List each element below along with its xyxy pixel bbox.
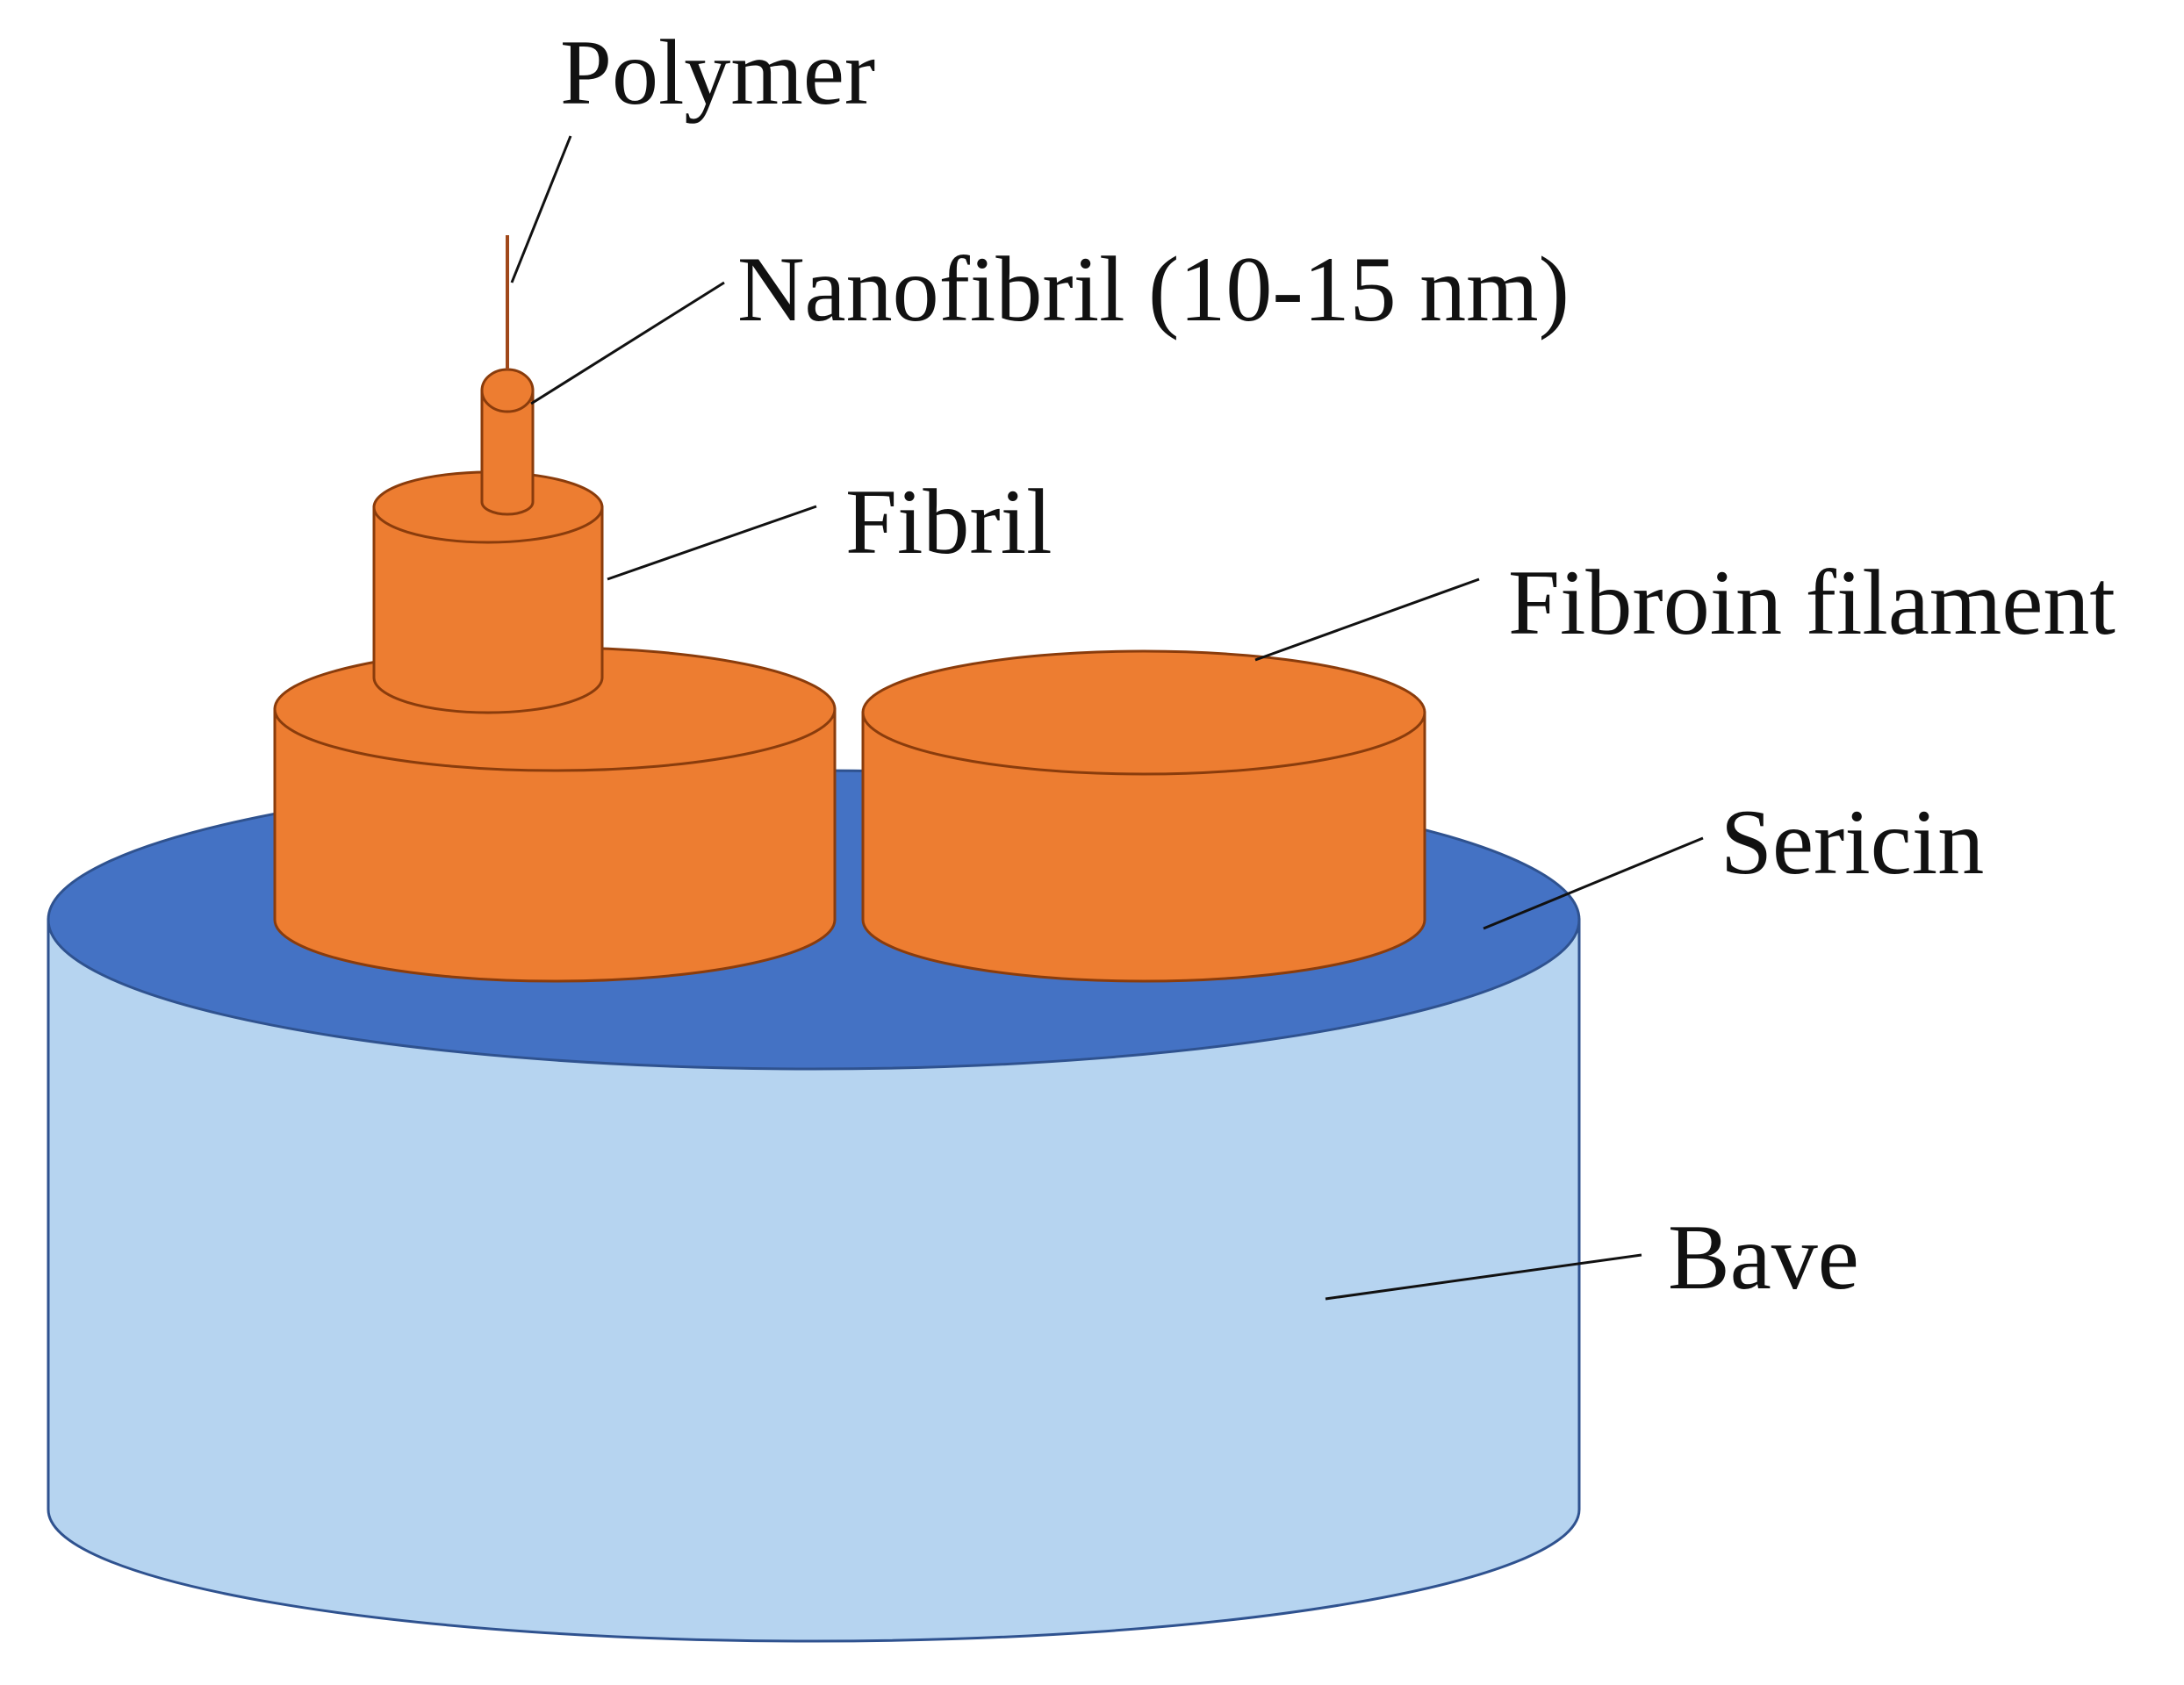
fibril-leader-line <box>607 505 817 581</box>
fibroin-filament-cylinder <box>861 649 1426 983</box>
bave-body <box>47 918 1581 1643</box>
stack-base-body <box>273 707 837 983</box>
sericin-label: Sericin <box>1721 791 1984 893</box>
sericin-leader-line <box>1483 836 1704 930</box>
fibroin-filament-leader-line <box>1254 577 1480 662</box>
nanofibril-leader-line <box>530 281 725 405</box>
fibroin-filament-label: Fibroin filament <box>1508 551 2116 654</box>
nanofibril-body <box>480 389 535 516</box>
polymer-label: Polymer <box>560 21 875 124</box>
nanofibril-label: Nanofibril (10-15 nm) <box>737 238 1570 341</box>
fibril-body <box>372 506 604 714</box>
fibroin-stack-base-cylinder <box>273 646 837 983</box>
nanofibril-top <box>480 368 535 413</box>
bave-label: Bave <box>1668 1206 1859 1309</box>
fibril-label: Fibril <box>845 470 1052 573</box>
bave-leader-line <box>1325 1253 1642 1301</box>
fibroin-filament-body <box>861 711 1426 983</box>
polymer-leader-line <box>510 135 572 283</box>
fibroin-filament-top <box>861 649 1426 776</box>
nanofibril-cylinder <box>480 368 535 516</box>
